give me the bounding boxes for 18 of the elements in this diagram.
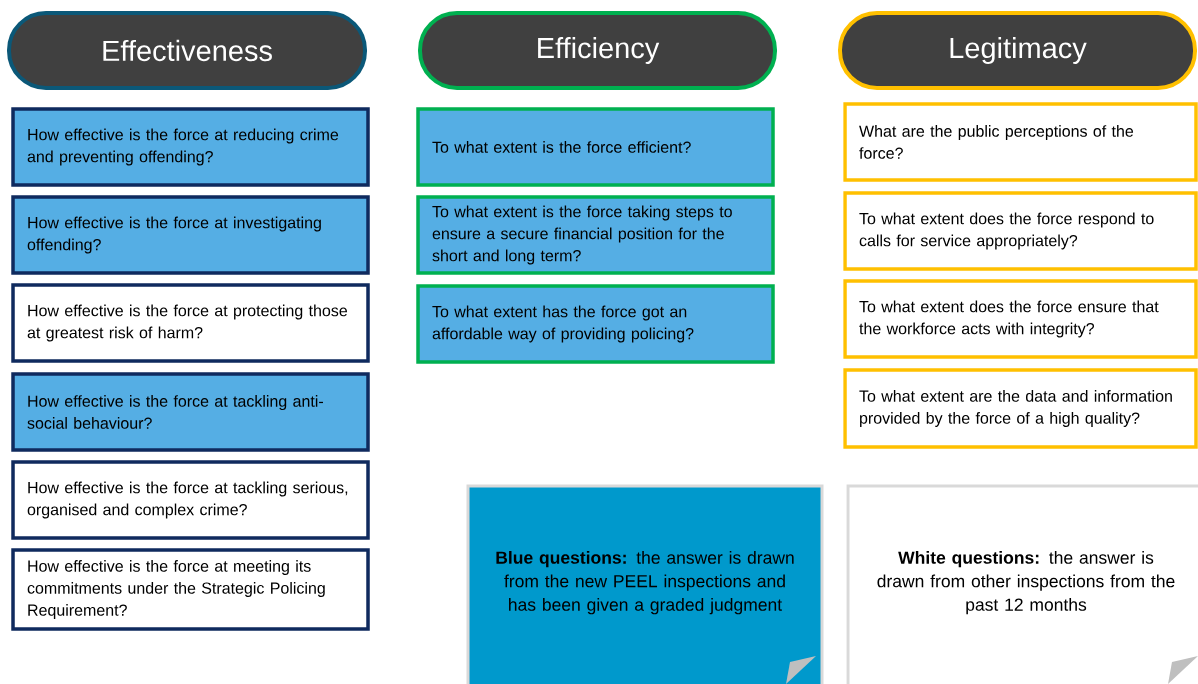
- heading-pill: Effectiveness: [7, 11, 367, 90]
- question-box: How effective is the force at meeting its commitments under the Strategic Policing Requirement?: [11, 548, 370, 631]
- question-box: How effective is the force at tackling anti-social behaviour?: [11, 372, 370, 452]
- question-box: How effective is the force at reducing crime and preventing offending?: [11, 107, 370, 187]
- question-box: To what extent is the force efficient?: [416, 107, 775, 187]
- question-box: To what extent does the force respond to calls for service appropriately?: [843, 191, 1198, 271]
- question-box: How effective is the force at tackling serious, organised and complex crime?: [11, 460, 370, 540]
- question-box: To what extent is the force taking steps to ensure a secure financial position for the short and long term?: [416, 195, 775, 275]
- question-box: To what extent does the force ensure that the workforce acts with integrity?: [843, 279, 1198, 359]
- question-box: What are the public perceptions of the force?: [843, 102, 1198, 182]
- note-page: White questions: the answer is drawn from other inspections from the past 12 months: [846, 484, 1198, 684]
- question-box: How effective is the force at investigating offending?: [11, 195, 370, 275]
- heading-pill: Legitimacy: [838, 11, 1197, 90]
- question-box: To what extent are the data and information provided by the force of a high quality?: [843, 368, 1198, 449]
- question-box: To what extent has the force got an affordable way of providing policing?: [416, 284, 775, 364]
- note-page: Blue questions: the answer is drawn from the new PEEL inspections and has been given a graded judgment: [466, 484, 824, 684]
- question-box: How effective is the force at protecting those at greatest risk of harm?: [11, 283, 370, 363]
- heading-pill: Efficiency: [418, 11, 777, 90]
